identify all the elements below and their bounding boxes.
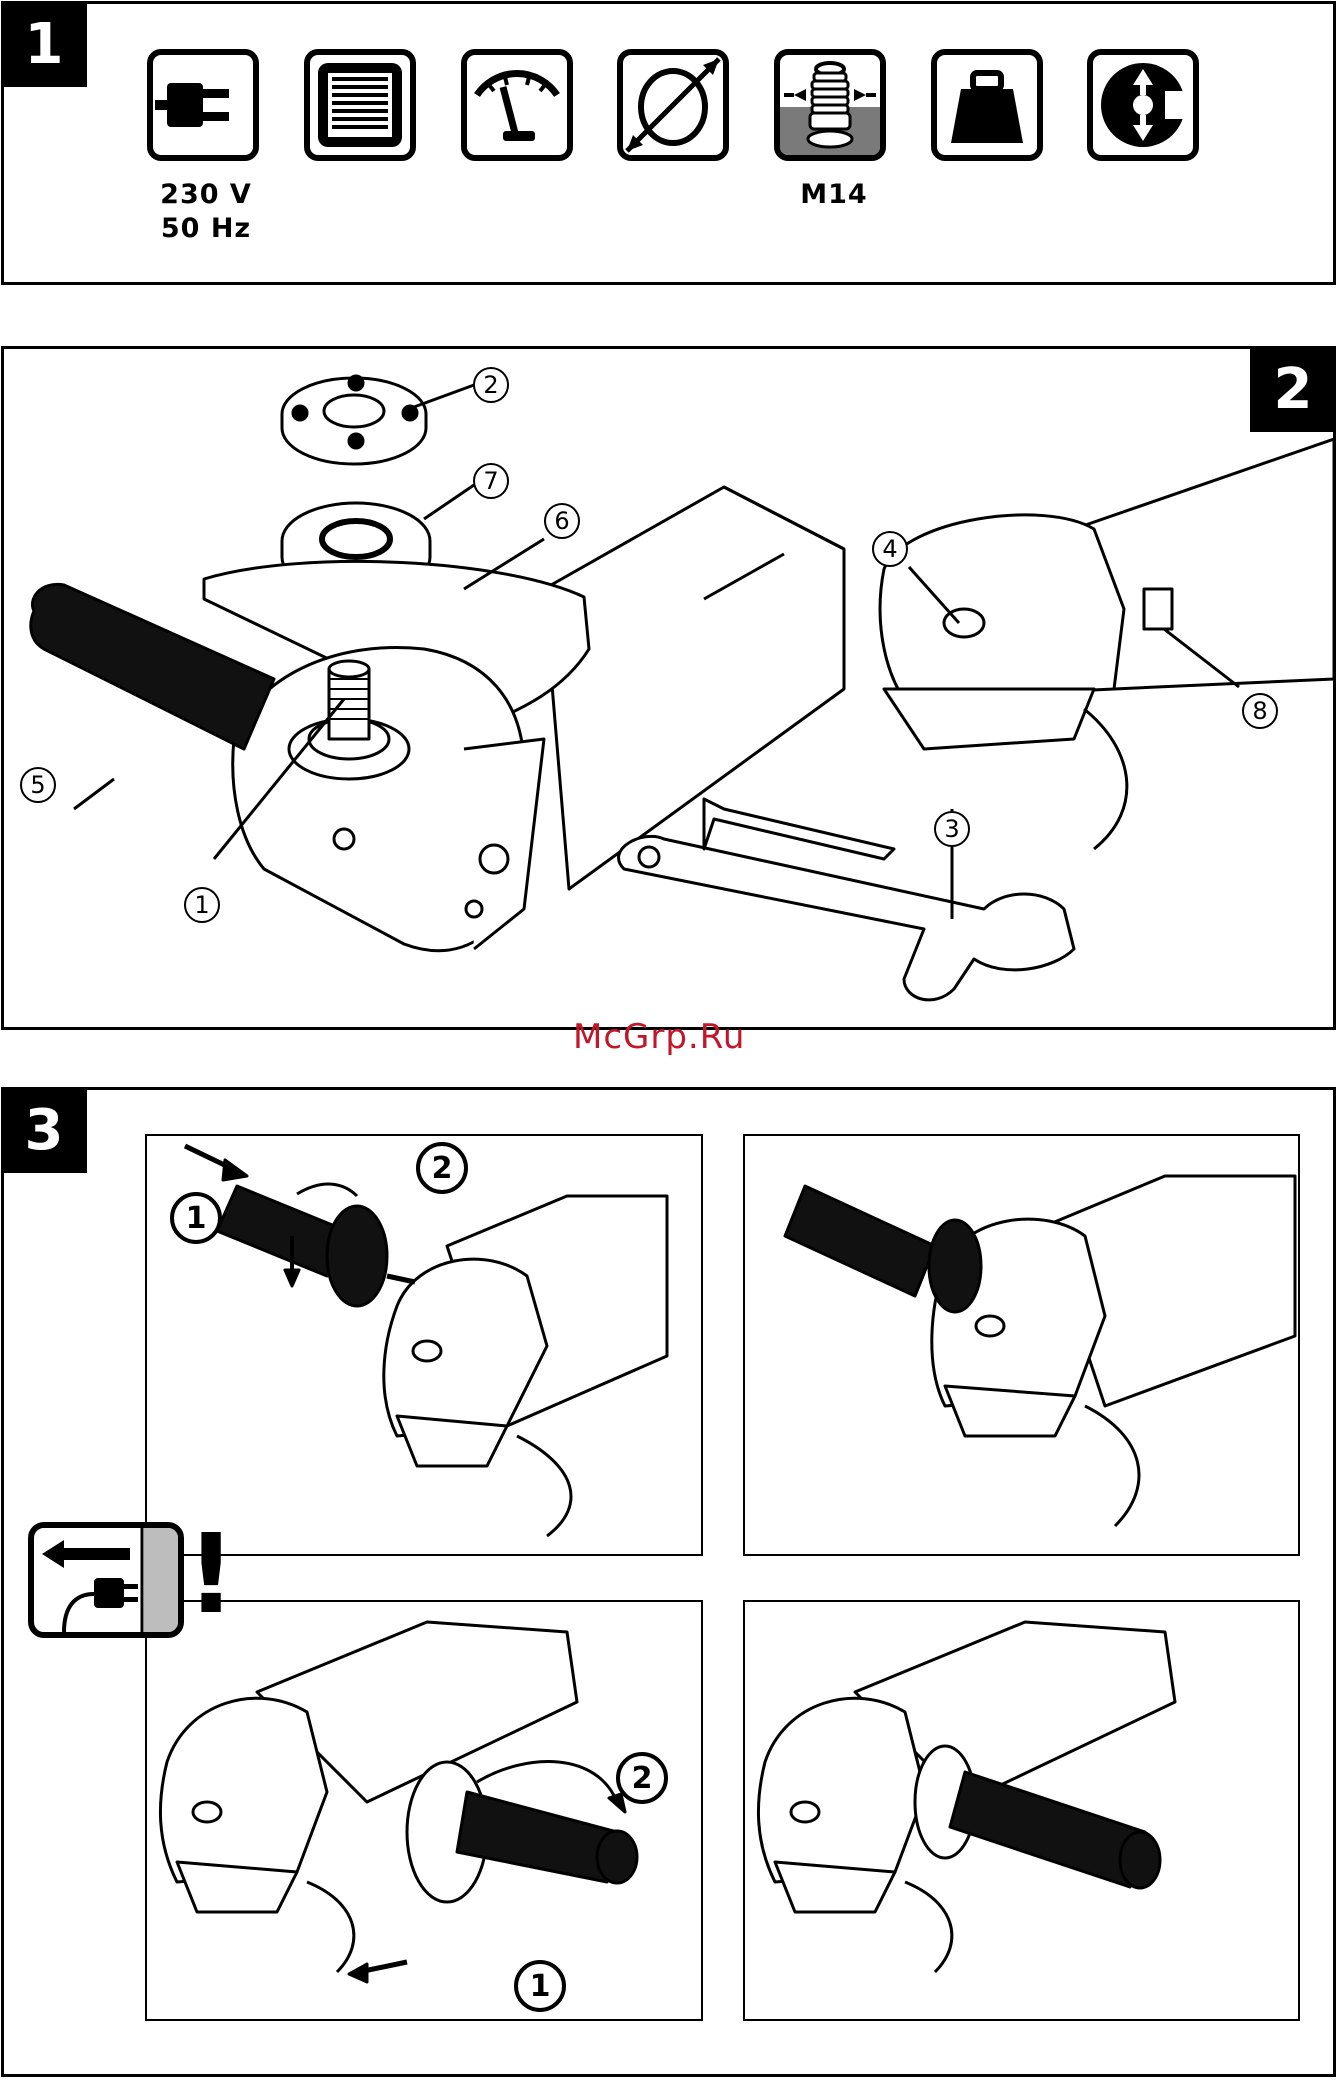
step-frame-remove-handle: [145, 1134, 703, 1556]
grinder-handle-removal-illustration: [147, 1136, 703, 1556]
step-marker-1-mount: 1: [514, 1960, 566, 2012]
callout-8-switch: 8: [1242, 693, 1278, 729]
insulation-class-icon: [1087, 49, 1199, 161]
power-plug-icon: [147, 49, 259, 161]
angle-grinder-exploded-illustration: [4, 349, 1334, 1029]
warning-exclamation: !: [186, 1514, 236, 1634]
spindle-thread-label: M14: [772, 178, 896, 212]
unplug-warning-icon: [28, 1522, 184, 1638]
callout-5-side-handle: 5: [20, 767, 56, 803]
disc-diameter-icon: [617, 49, 729, 161]
callout-7-support-flange: 7: [473, 463, 509, 499]
callout-4-spindle-lock: 4: [872, 531, 908, 567]
grinder-handle-mounted-illustration: [745, 1136, 1300, 1556]
panel-number-3: 3: [1, 1087, 87, 1173]
frequency-label: 50 Hz: [144, 212, 268, 246]
panel-3: 3: [1, 1087, 1336, 2077]
panel-1: 1: [1, 1, 1336, 285]
callout-2-flange-nut: 2: [473, 367, 509, 403]
panel-number-1: 1: [1, 1, 87, 87]
watermark: McGrp.Ru: [573, 1017, 745, 1057]
motor-winding-icon: [304, 49, 416, 161]
panel-2: 2: [1, 346, 1336, 1030]
voltage-label: 230 V: [144, 178, 268, 212]
callout-1-spindle: 1: [184, 887, 220, 923]
spindle-thread-icon: [774, 49, 886, 161]
step-marker-2-remove: 2: [416, 1142, 468, 1194]
callout-6-guard: 6: [544, 503, 580, 539]
step-frame-mount-handle: [145, 1600, 703, 2021]
grinder-handle-fitted-illustration: [745, 1602, 1300, 2021]
speed-gauge-icon: [461, 49, 573, 161]
weight-icon: [931, 49, 1043, 161]
step-marker-1-remove: 1: [170, 1192, 222, 1244]
step-frame-handle-mounted: [743, 1134, 1300, 1556]
step-frame-handle-fitted: [743, 1600, 1300, 2021]
callout-3-spanner: 3: [934, 811, 970, 847]
step-marker-2-mount: 2: [616, 1752, 668, 1804]
grinder-handle-mounting-illustration: [147, 1602, 703, 2021]
